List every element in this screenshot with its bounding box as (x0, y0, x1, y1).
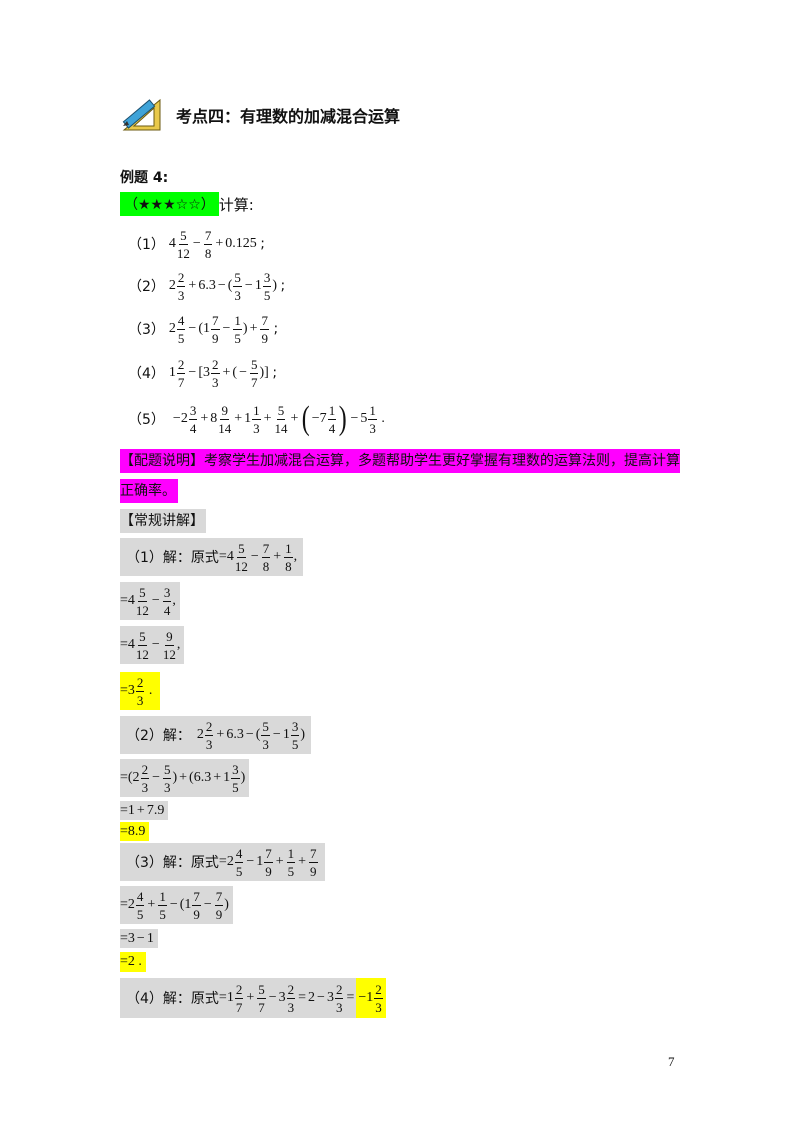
solution-2-step-3: =1+7.9 (120, 801, 169, 820)
solution-4-prefix: （4）解：原式 (126, 991, 219, 1007)
example-prompt: 计算: (218, 195, 254, 214)
solution-3-answer: =2 . (120, 952, 146, 972)
section-title: 考点四：有理数的加减混合运算 (176, 107, 401, 126)
problem-number: （4） (128, 366, 165, 382)
solution-2-answer: =8.9 (120, 822, 150, 841)
pencil-ruler-icon (122, 98, 161, 131)
solution-3-step-3: =3−1 (120, 929, 158, 948)
solution-2-prefix: （2）解： (126, 728, 191, 744)
section-header: 考点四：有理数的加减混合运算 (120, 96, 400, 134)
example-label: 例题 4: (120, 170, 169, 186)
problem-number: （3） (128, 322, 165, 338)
problem-number: （1） (128, 237, 165, 253)
problem-number: （2） (128, 279, 165, 295)
problem-note-line-1: 【配题说明】考察学生加减混合运算，多题帮助学生更好掌握有理数的运算法则，提高计算 (120, 449, 680, 473)
solution-3-prefix: （3）解：原式 (126, 855, 219, 871)
difficulty-badge: （★★★☆☆） (120, 192, 219, 216)
solution-1-prefix: （1）解：原式 (126, 550, 219, 566)
page-number: 7 (668, 1054, 675, 1069)
solution-header: 【常规讲解】 (120, 509, 206, 533)
problem-note-line-2: 正确率。 (120, 479, 178, 503)
problem-number: （5） (128, 412, 165, 428)
example-prompt-line: （★★★☆☆） 计算: (120, 192, 254, 216)
